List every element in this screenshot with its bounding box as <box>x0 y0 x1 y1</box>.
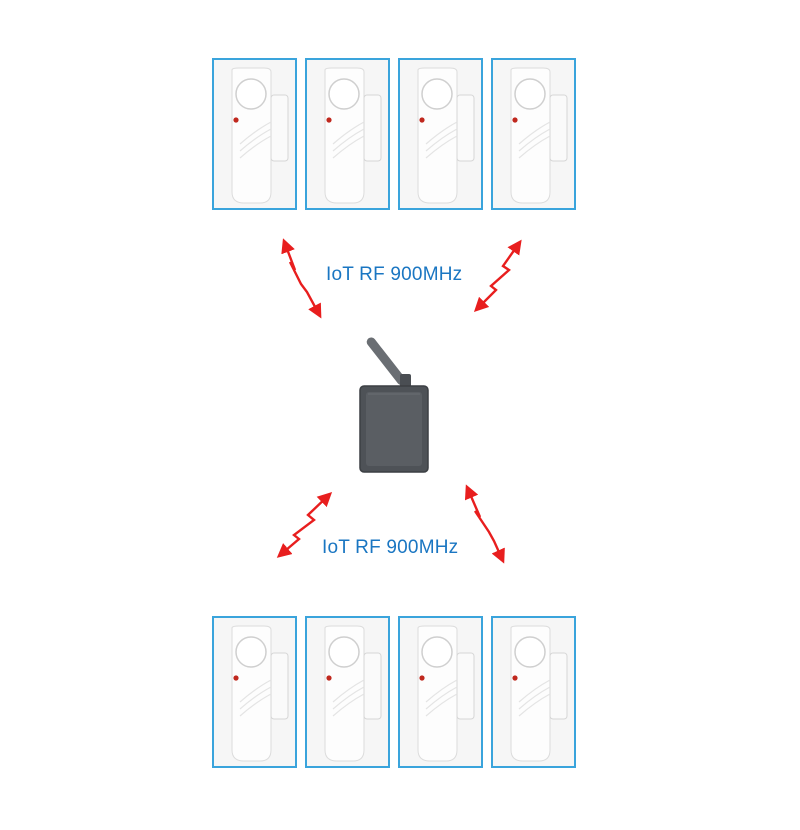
rf-label-bottom: IoT RF 900MHz <box>322 537 459 558</box>
rf-arrow-top-right <box>473 239 522 313</box>
door-sensor-tile <box>305 616 390 768</box>
door-sensor-tile <box>305 58 390 210</box>
door-sensor-icon <box>214 618 295 766</box>
rf-arrow-top-left <box>281 238 322 319</box>
door-sensor-icon <box>400 618 481 766</box>
door-sensor-icon <box>307 618 388 766</box>
rf-label-top: IoT RF 900MHz <box>326 264 463 285</box>
rf-arrow-bottom-left <box>276 492 333 558</box>
gateway-antenna-icon <box>359 337 429 473</box>
rf-arrow-bottom-right <box>464 484 505 564</box>
door-sensor-tile <box>398 58 483 210</box>
door-sensor-icon <box>493 618 574 766</box>
door-sensor-tile <box>398 616 483 768</box>
door-sensor-tile <box>491 58 576 210</box>
door-sensor-tile <box>212 58 297 210</box>
door-sensor-tile <box>491 616 576 768</box>
sensor-row-bottom <box>212 616 576 768</box>
door-sensor-tile <box>212 616 297 768</box>
sensor-row-top <box>212 58 576 210</box>
